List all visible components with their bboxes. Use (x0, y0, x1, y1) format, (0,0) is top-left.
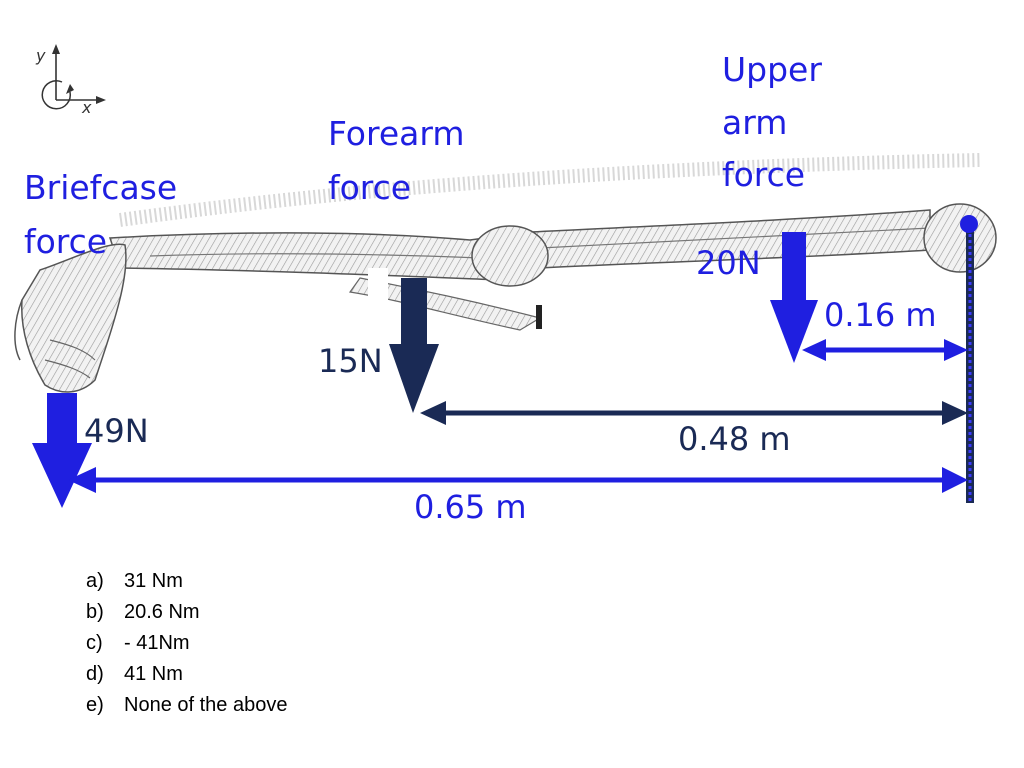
answer-choice-c[interactable]: c)- 41Nm (86, 632, 190, 654)
upper-arm-force-label: Upper arm force (722, 50, 822, 195)
pivot-axis (960, 215, 978, 503)
briefcase-force-label: Briefcase force (24, 168, 178, 261)
distance-arrow-briefcase (68, 467, 968, 493)
answer-choice-a[interactable]: a)31 Nm (86, 570, 183, 592)
pivot-point (960, 215, 978, 233)
distance-arrow-upper-arm (802, 339, 968, 361)
y-axis-label: y (36, 46, 46, 65)
x-axis-label: x (82, 98, 92, 117)
answer-choice-d[interactable]: d)41 Nm (86, 663, 183, 685)
answer-choice-b[interactable]: b)20.6 Nm (86, 601, 200, 623)
upper-arm-distance-label: 0.16 m (824, 296, 937, 334)
arm-illustration (14, 153, 997, 393)
briefcase-force-value: 49N (84, 412, 149, 450)
forearm-distance-label: 0.48 m (678, 420, 791, 458)
briefcase-force-arrow (32, 393, 92, 508)
answer-choice-e[interactable]: e)None of the above (86, 694, 288, 716)
forearm-force-label: Forearm force (328, 114, 465, 207)
axes-icon (41, 44, 106, 110)
distance-arrow-forearm (420, 401, 968, 425)
forearm-force-arrow (389, 278, 439, 413)
answer-choices: a)31 Nm b)20.6 Nm c)- 41Nm d)41 Nm e)Non… (86, 566, 287, 721)
briefcase-distance-label: 0.65 m (414, 488, 527, 526)
forearm-force-value: 15N (318, 342, 383, 380)
upper-arm-force-value: 20N (696, 244, 761, 282)
upper-arm-force-arrow (770, 232, 818, 363)
